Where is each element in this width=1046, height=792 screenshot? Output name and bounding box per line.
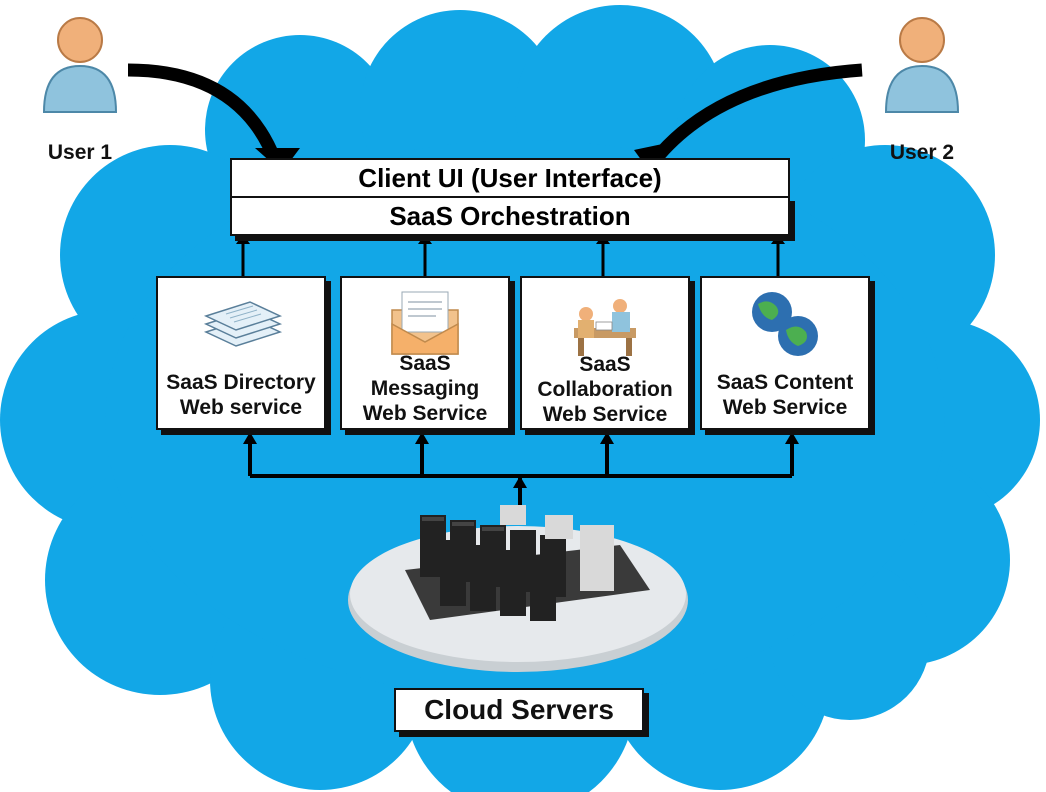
- server-rack-icon: [348, 505, 688, 672]
- user2-arrowhead: [634, 142, 672, 172]
- service-collaboration: SaaS Collaboration Web Service: [520, 276, 690, 430]
- service-directory-line2: Web service: [179, 396, 303, 419]
- service-content-line1: SaaS Content: [716, 371, 854, 394]
- service-content: SaaS Content Web Service: [700, 276, 870, 430]
- service-collaboration-line1: SaaS: [579, 353, 631, 376]
- service-directory: SaaS Directory Web service: [156, 276, 326, 430]
- service-messaging-line1: SaaS: [399, 352, 451, 375]
- user-2-icon: [884, 17, 960, 113]
- user-2-label: User 2: [889, 141, 955, 164]
- service-directory-line1: SaaS Directory: [166, 371, 316, 394]
- service-messaging-line2: Messaging: [370, 377, 480, 400]
- globe-icon: [752, 292, 818, 356]
- service-messaging-line3: Web Service: [362, 402, 488, 425]
- user2-arrow: [649, 63, 863, 165]
- orchestration-band: SaaS Orchestration: [230, 196, 790, 236]
- cloud-servers-label: Cloud Servers: [394, 688, 644, 732]
- meeting-icon: [574, 299, 636, 356]
- client-ui-band: Client UI (User Interface): [230, 158, 790, 197]
- user-1-label: User 1: [47, 141, 113, 164]
- service-messaging: SaaS Messaging Web Service: [340, 276, 510, 430]
- user-1-icon: [42, 17, 118, 113]
- documents-icon: [203, 301, 283, 347]
- service-content-line2: Web Service: [722, 396, 848, 419]
- user1-arrow: [127, 63, 282, 163]
- service-collaboration-line2: Collaboration: [537, 378, 673, 401]
- envelope-icon: [391, 291, 459, 355]
- service-collaboration-line3: Web Service: [542, 403, 668, 426]
